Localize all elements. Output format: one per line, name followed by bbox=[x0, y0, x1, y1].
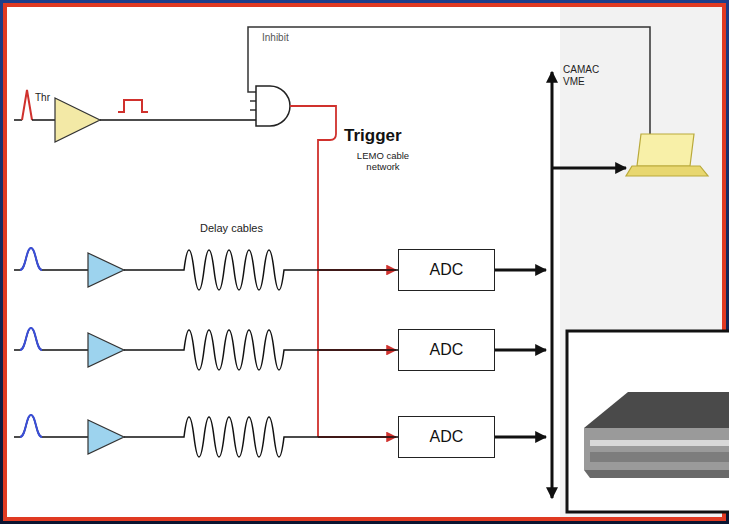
threshold-label: Thr bbox=[35, 92, 50, 104]
bus-to-computer-arrow bbox=[552, 167, 626, 170]
adc-box: ADC bbox=[398, 416, 495, 458]
logic-pulse bbox=[118, 100, 148, 112]
signal-wire bbox=[32, 119, 55, 121]
discriminator-symbol bbox=[55, 98, 100, 142]
inhibit-wire bbox=[248, 27, 650, 134]
network-note: LEMO cable network bbox=[350, 150, 416, 173]
analog-channel bbox=[14, 248, 398, 290]
readout-arrow bbox=[495, 349, 546, 352]
trigger-wire bbox=[290, 106, 336, 437]
adc-box: ADC bbox=[398, 249, 495, 291]
inset-photo bbox=[567, 331, 729, 512]
adc-box: ADC bbox=[398, 329, 495, 371]
readout-arrow bbox=[495, 436, 546, 439]
signal-wire bbox=[14, 119, 22, 121]
analog-channel bbox=[14, 328, 398, 370]
data-bus bbox=[551, 72, 554, 498]
bus-label: CAMAC VME bbox=[563, 64, 607, 88]
adc-label: ADC bbox=[430, 428, 464, 446]
signal-wire bbox=[100, 119, 258, 121]
adc-label: ADC bbox=[430, 341, 464, 359]
delay-label: Delay cables bbox=[200, 222, 263, 235]
analog-channel bbox=[14, 415, 398, 457]
and-gate bbox=[256, 86, 290, 126]
trigger-title: Trigger bbox=[344, 126, 402, 146]
inhibit-label: Inhibit bbox=[262, 32, 289, 44]
readout-arrow bbox=[495, 269, 546, 272]
detector-pulse bbox=[22, 90, 32, 120]
laptop-icon bbox=[626, 134, 708, 176]
adc-label: ADC bbox=[430, 261, 464, 279]
